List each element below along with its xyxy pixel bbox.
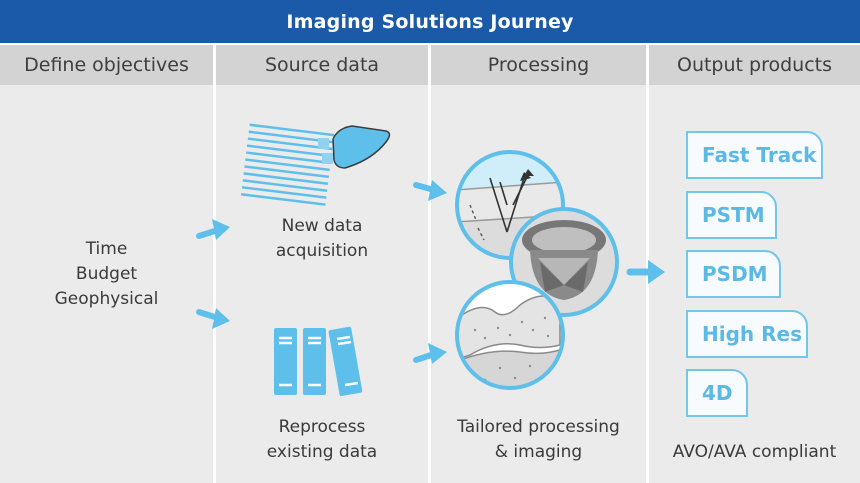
column-header-define-objectives: Define objectives <box>0 45 213 85</box>
product-high-res: High Res <box>686 310 808 358</box>
processing-line-1: Tailored processing <box>457 417 620 437</box>
product-4d: 4D <box>686 369 748 417</box>
arrow-processing-to-outputs <box>626 260 665 284</box>
reprocess-line-2: existing data <box>266 442 378 462</box>
objective-budget: Budget <box>75 264 138 284</box>
seismic-streamer-icon <box>240 123 391 206</box>
product-pstm: PSTM <box>686 191 777 239</box>
column-source-data: Source data New data acquisition Reproce… <box>216 45 428 483</box>
reprocess-existing-data-label: Reprocess existing data <box>216 415 428 465</box>
column-header-source-data: Source data <box>216 45 428 85</box>
tailored-processing-label: Tailored processing & imaging <box>431 415 646 465</box>
diagram-title: Imaging Solutions Journey <box>0 0 860 43</box>
objectives-list: Time Budget Geophysical <box>0 237 213 312</box>
subsurface-circle <box>455 280 565 390</box>
avo-ava-compliant-label: AVO/AVA compliant <box>672 442 837 462</box>
new-data-acquisition-label: New data acquisition <box>216 214 428 264</box>
equipment-circle <box>509 207 619 317</box>
column-header-output-products: Output products <box>649 45 860 85</box>
column-output-products: Output products AVO/AVA compliant <box>649 45 860 483</box>
objective-geophysical: Geophysical <box>54 289 159 309</box>
new-data-line-1: New data <box>281 216 363 236</box>
product-psdm: PSDM <box>686 250 781 298</box>
objective-time: Time <box>85 239 128 259</box>
binders-icon <box>274 326 363 397</box>
arrow-new-data-to-processing <box>413 180 447 201</box>
column-define-objectives: Define objectives Time Budget Geophysica… <box>0 45 213 483</box>
arrow-reprocess-to-processing <box>413 343 447 364</box>
new-data-line-2: acquisition <box>275 241 369 261</box>
column-header-processing: Processing <box>431 45 646 85</box>
product-fast-track: Fast Track <box>686 131 823 179</box>
reprocess-line-1: Reprocess <box>278 417 366 437</box>
processing-line-2: & imaging <box>494 442 583 462</box>
arrow-objectives-to-reprocess <box>196 308 230 329</box>
arrow-objectives-to-new-data <box>196 219 230 240</box>
